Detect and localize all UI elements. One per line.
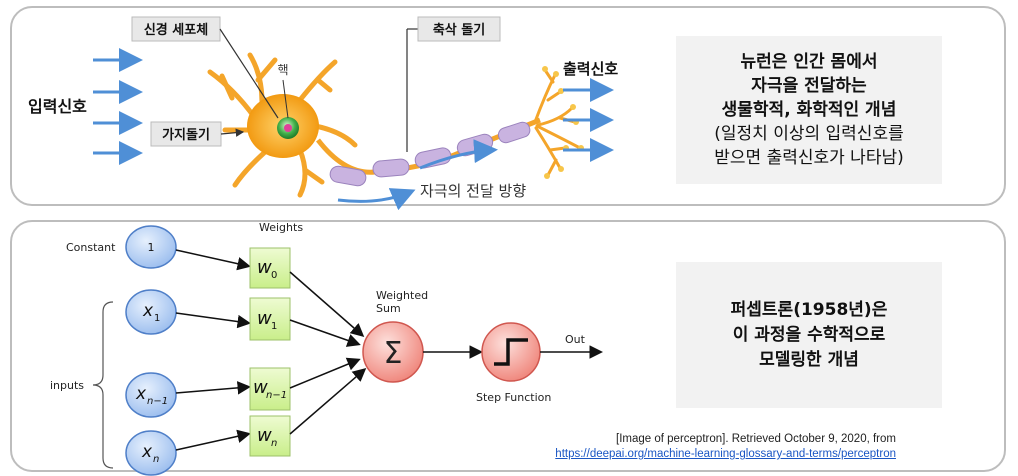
step-function-label: Step Function <box>476 391 551 404</box>
cell-body-pointer <box>219 28 279 119</box>
output-signal-label: 출력신호 <box>563 60 618 78</box>
weight-boxes <box>249 247 291 457</box>
input-xn1-base: x <box>135 384 147 404</box>
input-x1-sub: 1 <box>154 313 160 324</box>
neuron-diagram: 입력신호 자극의 전달 방향 신경 세포체 핵 <box>28 16 618 211</box>
citation: [Image of perceptron]. Retrieved October… <box>470 432 896 462</box>
input-weight-edges <box>175 249 251 451</box>
weight-wn <box>249 415 291 457</box>
weight-wn-1 <box>249 367 291 411</box>
inputs-label: inputs <box>50 379 84 392</box>
constant-node <box>125 225 177 269</box>
w1-base: w <box>257 308 272 329</box>
step-icon <box>494 338 528 366</box>
neuron-description: 뉴런은 인간 몸에서 자극을 전달하는 생물학적, 화학적인 개념 (일정치 이… <box>676 36 942 184</box>
input-arrows <box>93 48 143 165</box>
axon-label: 축삭 돌기 <box>433 22 485 38</box>
weight-w1 <box>249 297 291 341</box>
axon-terminals <box>533 68 582 177</box>
neuron-desc-line3: 생물학적, 화학적인 개념 <box>721 100 897 120</box>
weights-title: Weights <box>259 221 303 234</box>
input-node-xn <box>125 430 177 476</box>
perceptron-description: 퍼셉트론(1958년)은 이 과정을 수학적으로 모델링한 개념 <box>676 262 942 408</box>
w1-sub: 1 <box>271 321 277 332</box>
output-arrows <box>563 78 614 162</box>
weight-w0 <box>249 247 291 289</box>
step-function-node <box>481 322 541 382</box>
nucleus-label: 핵 <box>277 63 288 77</box>
perc-desc-line1: 퍼셉트론(1958년)은 <box>730 299 888 320</box>
out-label: Out <box>565 333 586 346</box>
input-node-x1 <box>125 289 177 335</box>
wn1-base: w <box>253 377 268 398</box>
neuron-desc-line5: 받으면 출력신호가 나타남) <box>714 148 904 168</box>
input-xn1-sub: n−1 <box>147 396 168 407</box>
sum-label: Sum <box>376 302 401 315</box>
cell-body-label-box <box>131 16 221 42</box>
sum-symbol: Σ <box>384 336 403 371</box>
w0-base: w <box>257 257 272 278</box>
inputs-bracket <box>92 301 114 469</box>
myelin-sheaths <box>329 121 531 187</box>
wn1-sub: n−1 <box>266 390 287 401</box>
w0-sub: 0 <box>271 270 277 281</box>
weighted-label: Weighted <box>376 289 428 302</box>
perceptron-diagram: Weights Constant 1 x 1 x n−1 x n inputs … <box>50 221 603 476</box>
weight-sum-edges <box>289 271 367 435</box>
neuron-desc-line2: 자극을 전달하는 <box>751 76 867 96</box>
cell-body-label: 신경 세포체 <box>144 22 208 38</box>
perc-desc-line3: 모델링한 개념 <box>759 349 859 370</box>
input-node-xn-1 <box>125 372 177 418</box>
constant-value: 1 <box>148 241 155 254</box>
neuron-desc-line1: 뉴런은 인간 몸에서 <box>740 52 878 72</box>
dendrite-label: 가지돌기 <box>162 128 210 143</box>
wn-base: w <box>257 425 272 446</box>
citation-text: [Image of perceptron]. Retrieved October… <box>616 433 896 445</box>
wn-sub: n <box>271 438 277 449</box>
citation-link[interactable]: https://deepai.org/machine-learning-glos… <box>555 448 896 460</box>
input-x1-base: x <box>142 301 154 321</box>
dendrite-label-box <box>150 121 222 147</box>
input-xn-base: x <box>141 442 153 462</box>
perc-desc-line2: 이 과정을 수학적으로 <box>732 324 886 345</box>
direction-label: 자극의 전달 방향 <box>420 182 526 200</box>
axon-label-box <box>417 16 501 42</box>
constant-label: Constant <box>66 241 116 254</box>
neuron-desc-line4: (일정치 이상의 입력신호를 <box>714 124 904 144</box>
input-xn-sub: n <box>153 454 159 465</box>
input-signal-label: 입력신호 <box>28 97 87 116</box>
signal-direction-arrow <box>337 188 416 211</box>
